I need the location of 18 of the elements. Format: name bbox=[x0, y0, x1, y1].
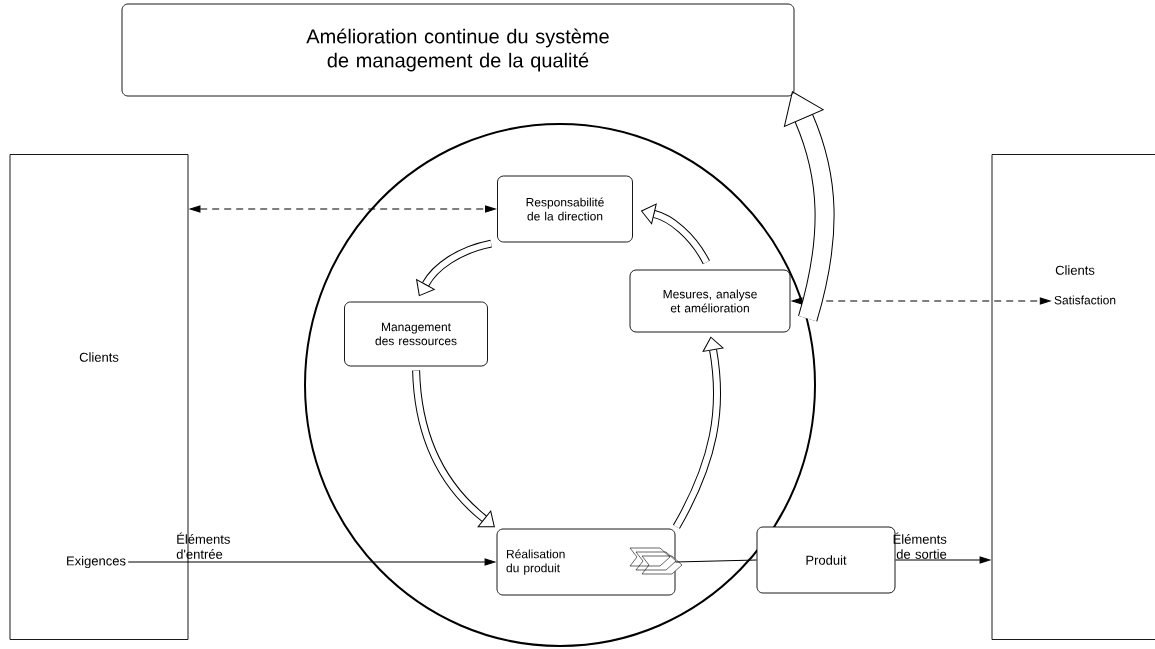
process-box: Réalisation du produit bbox=[496, 528, 676, 596]
requirement-text: Exigences bbox=[67, 555, 126, 569]
arrow bbox=[791, 297, 1051, 305]
block-arrow bbox=[416, 239, 493, 297]
edge-label: Éléments d'entrée bbox=[176, 532, 230, 559]
process-box: Mesures, analyse et amélioration bbox=[629, 269, 791, 333]
block-arrow bbox=[783, 91, 835, 322]
process-box: Management des ressources bbox=[344, 301, 488, 367]
arrow bbox=[894, 556, 991, 564]
edge-label: Éléments de sortie bbox=[893, 532, 947, 559]
block-arrow bbox=[672, 336, 724, 529]
arrow bbox=[189, 205, 496, 213]
process-box: Responsabilité de la direction bbox=[497, 175, 633, 243]
arrow bbox=[127, 558, 496, 566]
block-arrow bbox=[412, 370, 495, 528]
satisfaction-text: Satisfaction bbox=[1054, 295, 1116, 305]
block-arrow bbox=[641, 203, 710, 265]
title-box: Amélioration continue du système de management de la qualité bbox=[121, 3, 795, 97]
